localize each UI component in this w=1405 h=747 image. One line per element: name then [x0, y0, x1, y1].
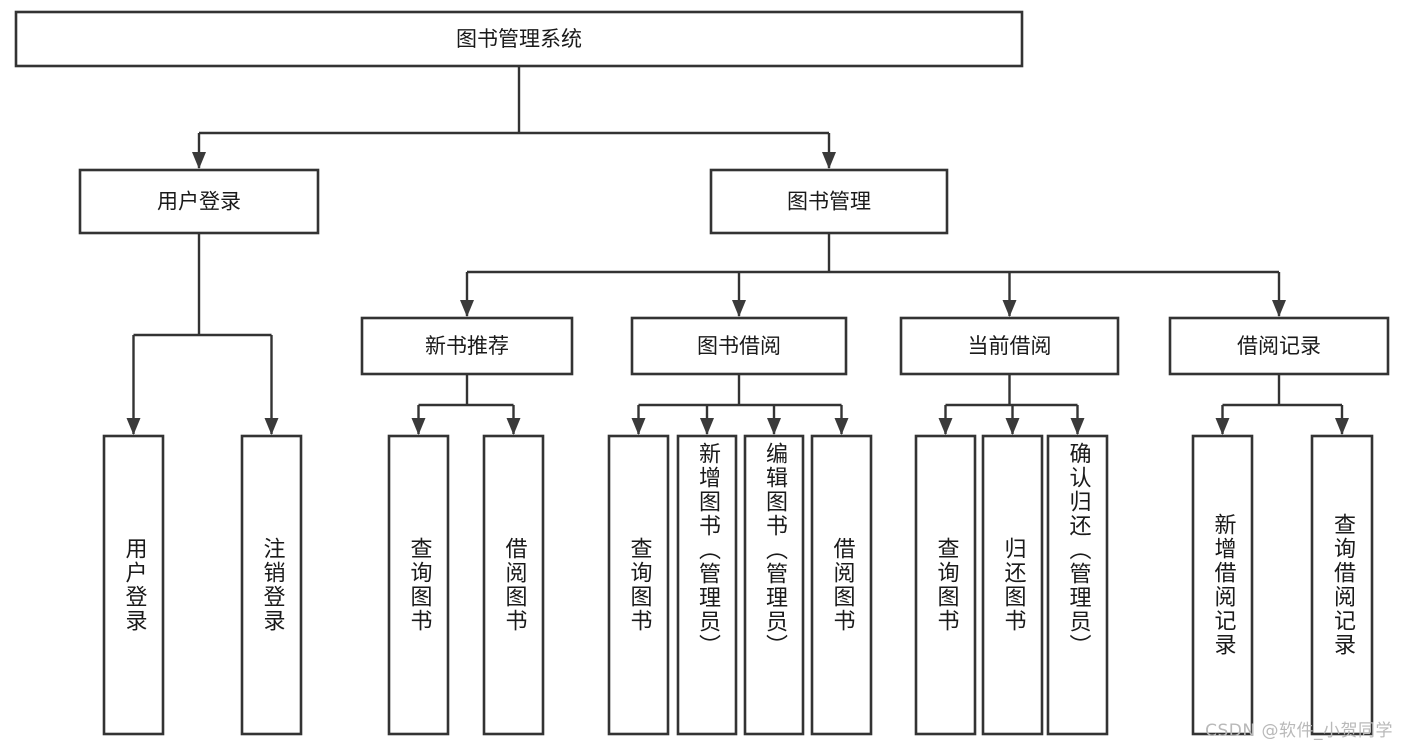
node-label-current-borrow: 当前借阅 [968, 334, 1052, 358]
node-new-book-rec[interactable]: 新书推荐 [360, 316, 574, 376]
arrow-head-icon [264, 418, 279, 435]
node-label-new-book-rec: 新书推荐 [425, 334, 509, 358]
node-box-leaf-query-book-2[interactable] [607, 434, 670, 736]
arrow-head-icon [1272, 300, 1286, 317]
node-current-borrow[interactable]: 当前借阅 [899, 316, 1120, 376]
watermark-text: CSDN @软件_小贺同学 [1205, 721, 1393, 741]
arrow-head-icon [411, 418, 426, 435]
arrow-head-icon [1215, 418, 1230, 435]
node-box-new-book-rec[interactable] [360, 316, 574, 376]
arrow-head-icon [822, 152, 836, 169]
arrow-head-icon [1005, 418, 1020, 435]
node-box-borrow-record[interactable] [1168, 316, 1390, 376]
node-label-book-manage: 图书管理 [787, 190, 871, 214]
node-box-leaf-borrow-book-2[interactable] [810, 434, 873, 736]
node-leaf-edit-book[interactable] [743, 434, 805, 736]
node-box-leaf-return-book[interactable] [981, 434, 1044, 736]
arrow-head-icon [506, 418, 521, 435]
node-box-leaf-edit-book[interactable] [743, 434, 805, 736]
node-leaf-return-book[interactable] [981, 434, 1044, 736]
node-leaf-user-logout[interactable] [240, 434, 303, 736]
node-box-book-borrow[interactable] [630, 316, 848, 376]
node-box-leaf-user-logout[interactable] [240, 434, 303, 736]
node-leaf-add-record[interactable] [1191, 434, 1254, 736]
node-box-root[interactable] [14, 10, 1024, 68]
node-label-borrow-record: 借阅记录 [1237, 334, 1321, 358]
node-box-current-borrow[interactable] [899, 316, 1120, 376]
node-box-leaf-query-record[interactable] [1310, 434, 1374, 736]
node-borrow-record[interactable]: 借阅记录 [1168, 316, 1390, 376]
arrow-head-icon [631, 418, 646, 435]
arrow-head-icon [732, 300, 746, 317]
node-leaf-add-book[interactable] [676, 434, 738, 736]
node-box-leaf-borrow-book-1[interactable] [482, 434, 545, 736]
node-box-leaf-query-book-3[interactable] [914, 434, 977, 736]
node-box-leaf-query-book-1[interactable] [387, 434, 450, 736]
node-label-book-borrow: 图书借阅 [697, 334, 781, 358]
arrow-head-icon [1002, 300, 1017, 317]
arrow-head-icon [460, 300, 474, 317]
node-box-leaf-add-book[interactable] [676, 434, 738, 736]
node-leaf-query-book-2[interactable] [607, 434, 670, 736]
node-user-login[interactable]: 用户登录 [78, 168, 320, 235]
node-leaf-query-book-3[interactable] [914, 434, 977, 736]
node-box-leaf-confirm-return[interactable] [1046, 434, 1109, 736]
arrow-head-icon [192, 152, 206, 169]
node-leaf-borrow-book-2[interactable] [810, 434, 873, 736]
arrow-head-icon [834, 418, 849, 435]
arrow-head-icon [1335, 418, 1349, 435]
node-box-user-login[interactable] [78, 168, 320, 235]
node-book-manage[interactable]: 图书管理 [709, 168, 949, 235]
node-label-user-login: 用户登录 [157, 190, 241, 214]
node-leaf-query-book-1[interactable] [387, 434, 450, 736]
node-root[interactable]: 图书管理系统 [14, 10, 1024, 68]
arrow-head-icon [767, 418, 781, 435]
node-leaf-confirm-return[interactable] [1046, 434, 1109, 736]
node-box-leaf-add-record[interactable] [1191, 434, 1254, 736]
node-leaf-borrow-book-1[interactable] [482, 434, 545, 736]
node-leaf-user-login[interactable] [102, 434, 165, 736]
node-box-leaf-user-login[interactable] [102, 434, 165, 736]
node-book-borrow[interactable]: 图书借阅 [630, 316, 848, 376]
node-label-root: 图书管理系统 [456, 27, 582, 51]
arrow-head-icon [126, 418, 141, 435]
arrow-head-icon [938, 418, 953, 435]
arrow-head-icon [700, 418, 714, 435]
node-box-book-manage[interactable] [709, 168, 949, 235]
node-leaf-query-record[interactable] [1310, 434, 1374, 736]
arrow-head-icon [1070, 418, 1085, 435]
